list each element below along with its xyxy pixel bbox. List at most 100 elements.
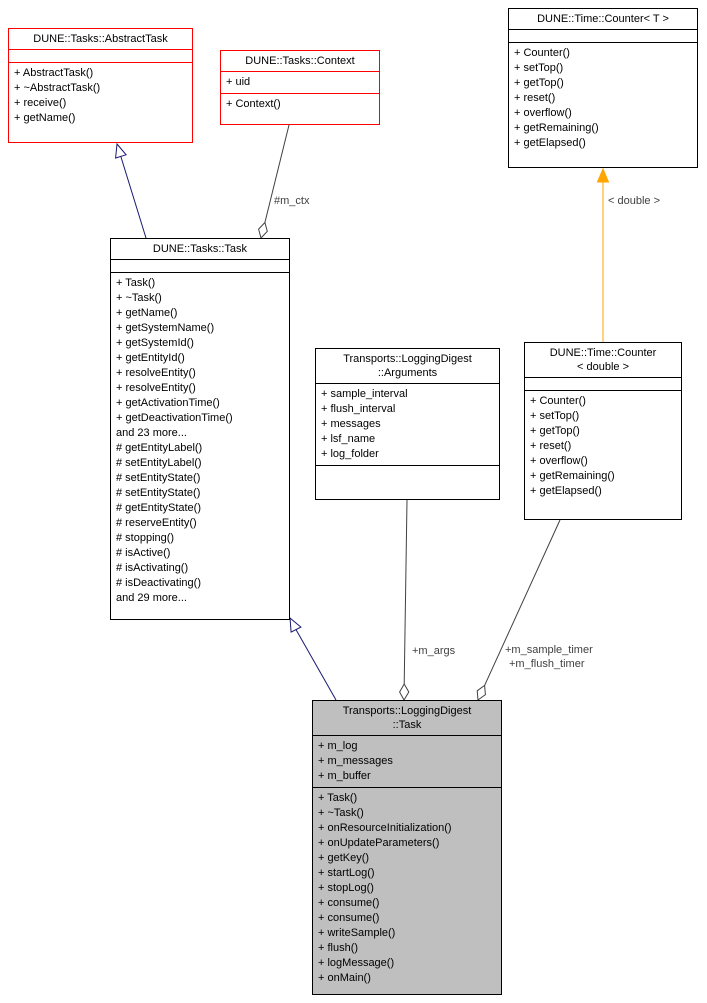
class-attributes: + uid bbox=[221, 72, 379, 94]
method: + setTop() bbox=[514, 62, 564, 74]
attribute: + sample_interval bbox=[321, 388, 408, 400]
edge-inheritance-task-abstracttask bbox=[120, 156, 147, 239]
attribute: + flush_interval bbox=[321, 403, 396, 415]
method: + receive() bbox=[14, 97, 67, 109]
edge-label-template-double: < double > bbox=[608, 195, 660, 207]
class-box-task[interactable]: DUNE::Tasks::Task + Task()+ ~Task()+ get… bbox=[110, 238, 290, 620]
method: + getTop() bbox=[530, 425, 580, 437]
class-box-counter-double[interactable]: DUNE::Time::Counter< double > + Counter(… bbox=[524, 342, 682, 520]
method: # stopping() bbox=[116, 532, 175, 544]
method: + onResourceInitialization() bbox=[318, 822, 452, 834]
attribute: + lsf_name bbox=[321, 433, 376, 445]
edge-label-m-args: +m_args bbox=[412, 645, 456, 657]
method: + consume() bbox=[318, 912, 380, 924]
class-attributes bbox=[9, 50, 192, 63]
class-methods: + Task() + ~Task() + onResourceInitializat… bbox=[313, 788, 501, 994]
method: # getEntityLabel() bbox=[116, 442, 203, 454]
method: # getEntityState() bbox=[116, 502, 201, 514]
class-title-line: DUNE::Time::Counter bbox=[549, 347, 657, 359]
method: + flush() bbox=[318, 942, 359, 954]
method: + setTop() bbox=[530, 410, 580, 422]
attribute: + m_messages bbox=[318, 755, 393, 767]
edge-aggregation-context-task bbox=[264, 124, 290, 223]
aggregation-diamond-icon bbox=[476, 684, 486, 701]
class-title-line: ::Arguments bbox=[377, 367, 438, 379]
method: + overflow() bbox=[530, 455, 588, 467]
method: + Context() bbox=[226, 98, 281, 110]
class-methods: + Counter()+ setTop()+ getTop()+ reset()… bbox=[525, 391, 681, 519]
class-title: DUNE::Tasks::Task bbox=[111, 239, 289, 260]
method: + stopLog() bbox=[318, 882, 374, 894]
class-title-line: DUNE::Time::Counter< T > bbox=[537, 13, 669, 25]
method: and 23 more... bbox=[116, 427, 187, 439]
method: + onMain() bbox=[318, 972, 371, 984]
method: + ~Task() bbox=[116, 292, 162, 304]
method: + getSystemId() bbox=[116, 337, 194, 349]
class-box-arguments[interactable]: Transports::LoggingDigest::Arguments + s… bbox=[315, 348, 500, 500]
edge-label-m-ctx: #m_ctx bbox=[274, 195, 310, 207]
edge-aggregation-counterdouble-loggingdigesttask bbox=[484, 519, 561, 686]
aggregation-diamond-icon bbox=[258, 221, 268, 239]
class-title-line: ::Task bbox=[392, 719, 422, 731]
class-box-logging-digest-task[interactable]: Transports::LoggingDigest::Task + m_log+… bbox=[312, 700, 502, 995]
method: + getRemaining() bbox=[530, 470, 615, 482]
method: + getSystemName() bbox=[116, 322, 215, 334]
method: # isActivating() bbox=[116, 562, 189, 574]
method: + reset() bbox=[514, 92, 556, 104]
method: + getDeactivationTime() bbox=[116, 412, 233, 424]
method: + getName() bbox=[14, 112, 76, 124]
method: # setEntityState() bbox=[116, 472, 201, 484]
class-attributes bbox=[509, 30, 697, 43]
class-attributes: + sample_interval + flush_interval + messa… bbox=[316, 384, 499, 466]
class-title-line: Transports::LoggingDigest bbox=[343, 353, 472, 365]
class-title-line: DUNE::Tasks::Task bbox=[152, 243, 248, 255]
class-title: DUNE::Tasks::AbstractTask bbox=[9, 29, 192, 50]
method: + startLog() bbox=[318, 867, 375, 879]
class-title: DUNE::Time::Counter< double > bbox=[525, 343, 681, 378]
method: # isDeactivating() bbox=[116, 577, 201, 589]
class-title-line: < double > bbox=[577, 361, 629, 373]
method: + writeSample() bbox=[318, 927, 396, 939]
template-arrowhead-icon bbox=[596, 167, 610, 183]
class-attributes: + m_log+ m_messages+ m_buffer bbox=[313, 736, 501, 788]
class-title-line: Transports::LoggingDigest bbox=[342, 705, 472, 717]
method: + onUpdateParameters() bbox=[318, 837, 440, 849]
method: + getName() bbox=[116, 307, 178, 319]
method: + Counter() bbox=[530, 395, 586, 407]
class-methods: + Task()+ ~Task()+ getName()+ getSystemN… bbox=[111, 273, 289, 619]
class-title: DUNE::Time::Counter< T > bbox=[509, 9, 697, 30]
class-methods: + Context() bbox=[221, 94, 379, 124]
method: + ~Task() bbox=[318, 807, 364, 819]
aggregation-diamond-icon bbox=[399, 682, 410, 702]
class-box-counter-t[interactable]: DUNE::Time::Counter< T > + Counter()+ se… bbox=[508, 8, 698, 168]
method: + ~AbstractTask() bbox=[14, 82, 101, 94]
method: + getKey() bbox=[318, 852, 370, 864]
class-title: DUNE::Tasks::Context bbox=[221, 51, 379, 72]
method: + getElapsed() bbox=[530, 485, 602, 497]
method: + getEntityId() bbox=[116, 352, 185, 364]
method: + AbstractTask() bbox=[14, 67, 94, 79]
edge-aggregation-arguments-loggingdigesttask bbox=[403, 499, 408, 685]
attribute: + messages bbox=[321, 418, 381, 430]
method: and 29 more... bbox=[116, 592, 187, 604]
method: # setEntityLabel() bbox=[116, 457, 202, 469]
inheritance-arrowhead-icon bbox=[289, 616, 302, 633]
method: # reserveEntity() bbox=[116, 517, 197, 529]
class-title-line: DUNE::Tasks::Context bbox=[245, 55, 355, 67]
method: + resolveEntity() bbox=[116, 382, 196, 394]
method: + Task() bbox=[318, 792, 358, 804]
method: + getActivationTime() bbox=[116, 397, 220, 409]
class-methods bbox=[316, 466, 499, 499]
method: # setEntityState() bbox=[116, 487, 201, 499]
edge-label-m-flush-timer: +m_flush_timer bbox=[509, 658, 585, 670]
attribute: + log_folder bbox=[321, 448, 379, 460]
class-attributes bbox=[525, 378, 681, 391]
inheritance-arrowhead-icon bbox=[115, 142, 127, 159]
class-methods: + AbstractTask() + ~AbstractTask() + recei… bbox=[9, 63, 192, 142]
class-title: Transports::LoggingDigest::Arguments bbox=[316, 349, 499, 384]
method: + Counter() bbox=[514, 47, 570, 59]
class-box-abstract-task[interactable]: DUNE::Tasks::AbstractTask + AbstractTask… bbox=[8, 28, 193, 143]
class-box-context[interactable]: DUNE::Tasks::Context + uid + Context() bbox=[220, 50, 380, 125]
class-methods: + Counter()+ setTop()+ getTop()+ reset()… bbox=[509, 43, 697, 167]
